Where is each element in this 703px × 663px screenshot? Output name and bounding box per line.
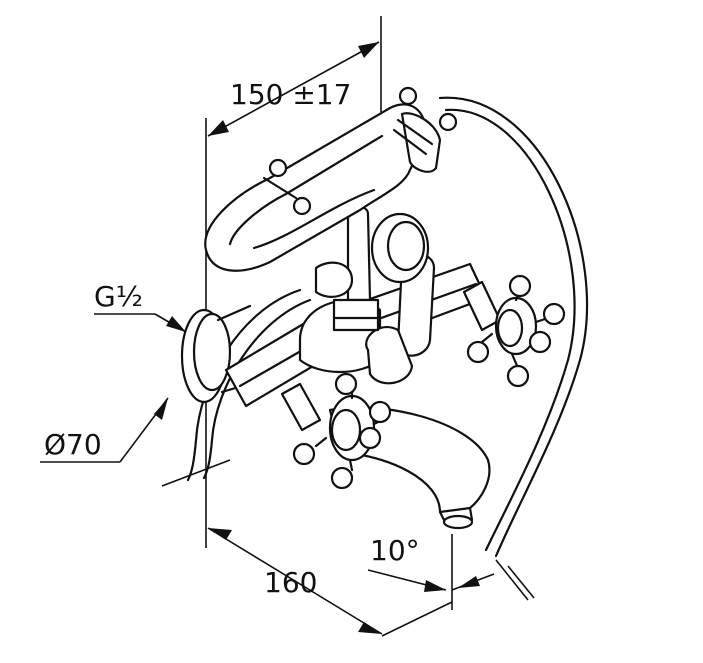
hand-shower bbox=[204, 86, 458, 332]
rosette-diameter-label: Ø70 bbox=[44, 428, 102, 461]
left-cross-handle bbox=[280, 372, 392, 490]
dimension-lines bbox=[40, 16, 535, 637]
centers-dimension-label: 160 bbox=[264, 566, 317, 599]
wall-rosette bbox=[180, 304, 264, 404]
dimension-projection-label: 150 ±17 bbox=[230, 78, 351, 111]
shower-hose bbox=[186, 96, 589, 558]
thread-size-label: G½ bbox=[94, 280, 143, 313]
right-cross-handle bbox=[462, 274, 566, 388]
spout-angle-label: 10° bbox=[370, 534, 420, 567]
